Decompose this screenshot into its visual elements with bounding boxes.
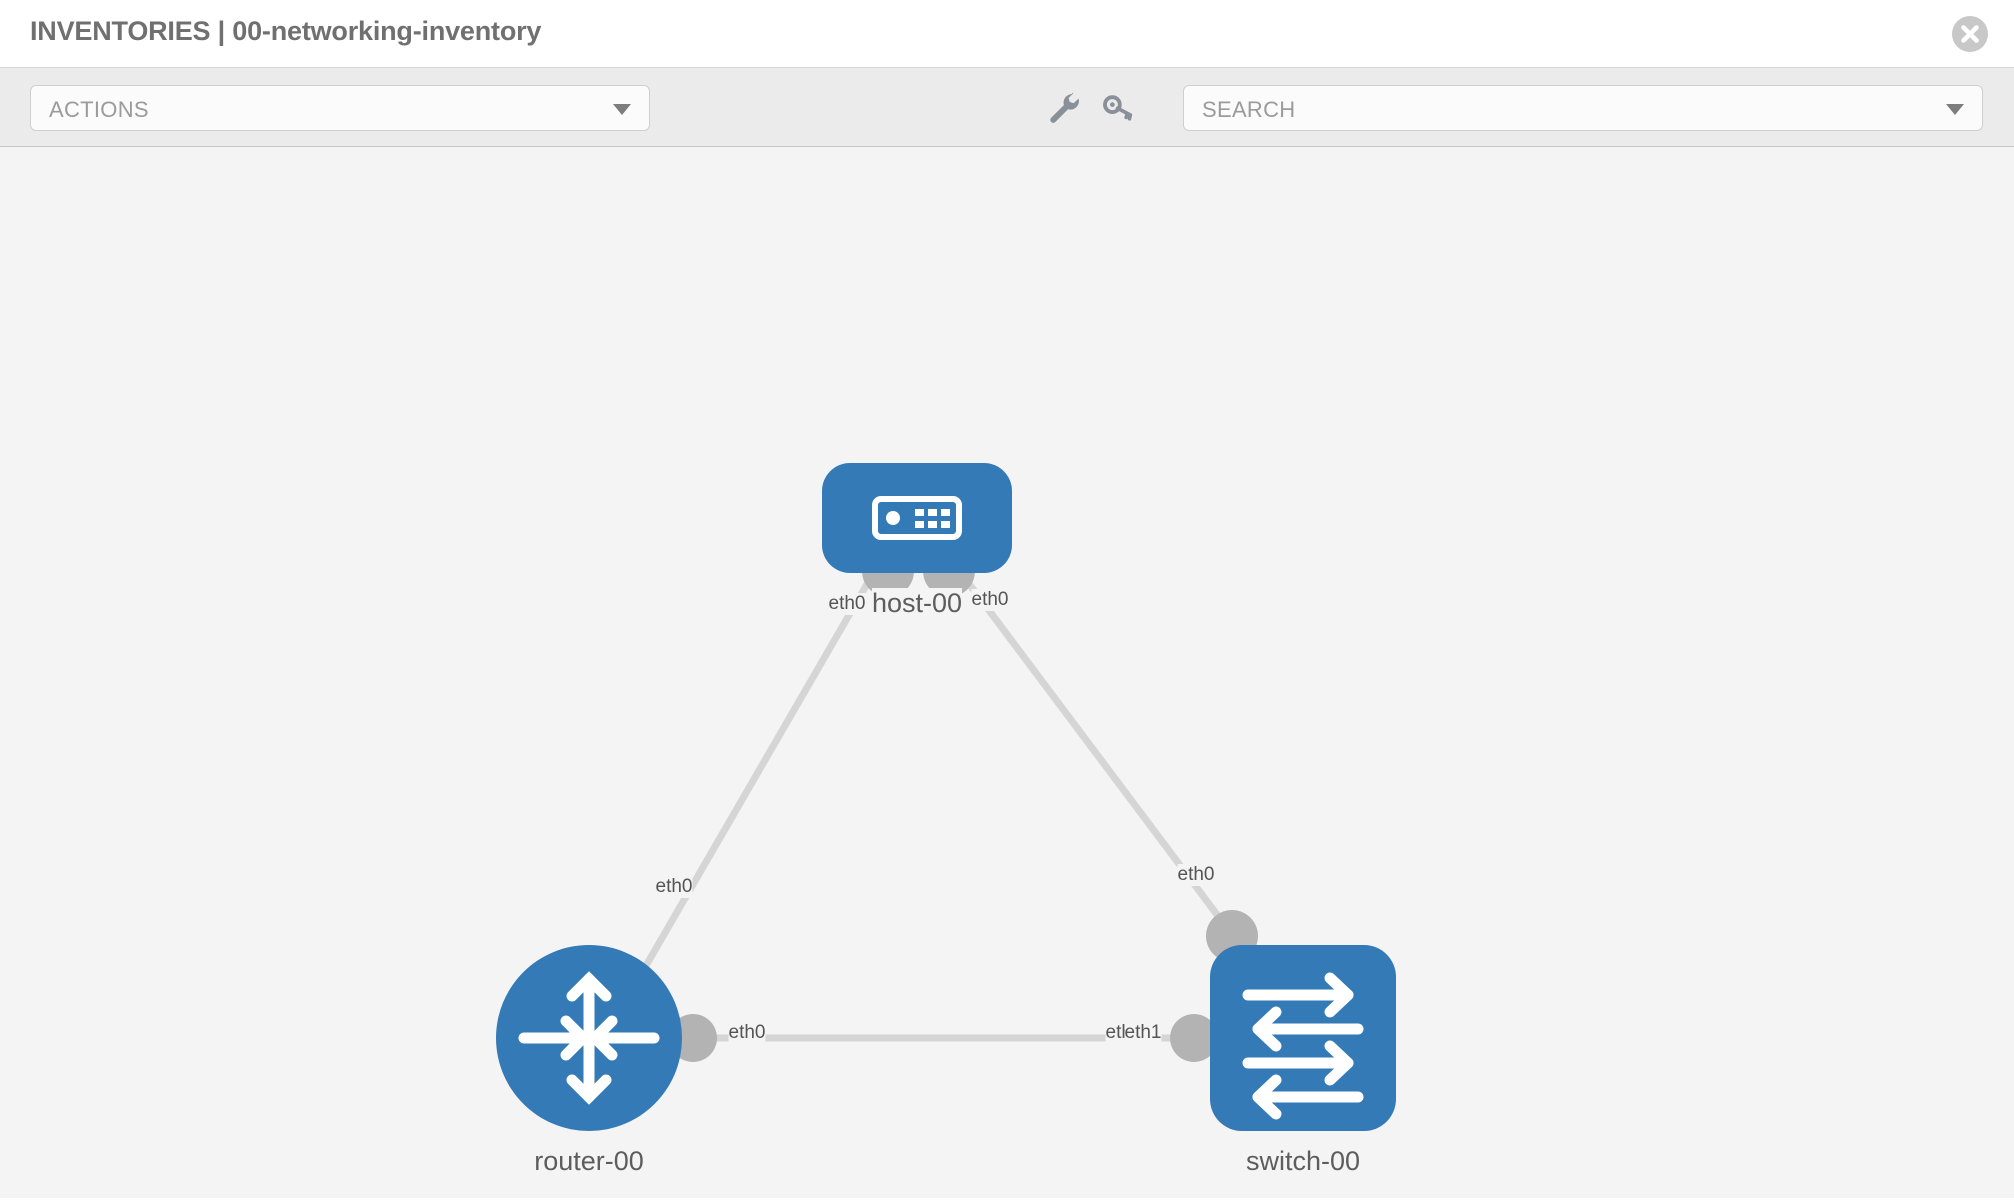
- toolbar: ACTIONS SEARCH: [0, 68, 2014, 147]
- node-label-router: router-00: [534, 1146, 644, 1177]
- chevron-down-icon: [613, 104, 631, 115]
- node-host-00[interactable]: [822, 463, 1012, 573]
- app-header: INVENTORIES | 00-networking-inventory: [0, 0, 2014, 68]
- edge-label: eth0: [1177, 864, 1215, 886]
- edge-label: eth1: [1124, 1022, 1162, 1044]
- close-button[interactable]: [1952, 16, 1988, 52]
- router-icon: [518, 971, 660, 1105]
- actions-dropdown-label: ACTIONS: [49, 97, 149, 122]
- node-router-00[interactable]: [496, 945, 682, 1131]
- interface-connector[interactable]: [1170, 1014, 1218, 1062]
- page-title: INVENTORIES | 00-networking-inventory: [30, 16, 542, 46]
- edge-label: eth0: [728, 1022, 766, 1044]
- close-icon: [1961, 25, 1979, 43]
- edge-label: eth0: [828, 593, 866, 615]
- wrench-icon: [1050, 92, 1079, 123]
- search-input[interactable]: SEARCH: [1183, 85, 1983, 131]
- node-label-switch: switch-00: [1245, 1146, 1361, 1177]
- chevron-down-icon: [1946, 104, 1964, 115]
- wrench-button[interactable]: [1046, 90, 1082, 126]
- key-icon: [1103, 95, 1133, 121]
- edge-label: eth0: [971, 589, 1009, 611]
- link-host-router[interactable]: [625, 563, 882, 997]
- actions-dropdown[interactable]: ACTIONS: [30, 85, 650, 131]
- server-icon: [872, 496, 962, 540]
- topology-canvas[interactable]: eth0 eth0 eth0 eth0 eth0 eth0 eth1 host-…: [0, 147, 2014, 1198]
- key-button[interactable]: [1100, 90, 1136, 126]
- topology-graph: [496, 463, 1396, 1131]
- edge-label: eth0: [655, 876, 693, 898]
- switch-icon: [1242, 972, 1364, 1120]
- node-switch-00[interactable]: [1210, 945, 1396, 1131]
- search-placeholder: SEARCH: [1202, 97, 1296, 122]
- node-label-host: host-00: [871, 588, 963, 619]
